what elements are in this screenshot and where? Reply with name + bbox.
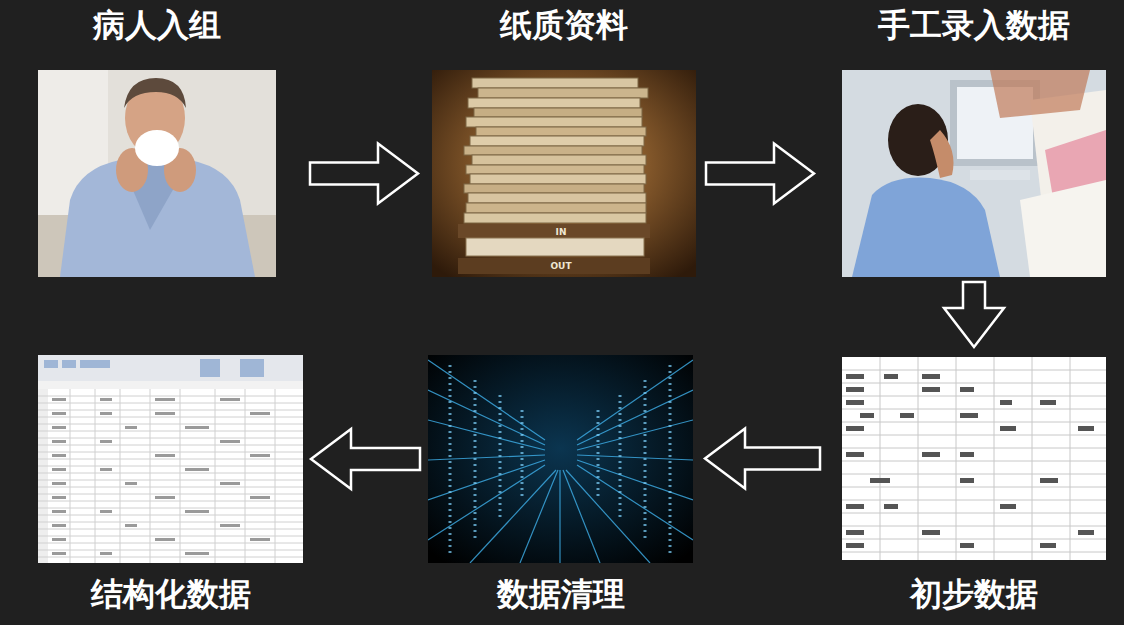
process-step: 数据清理 (428, 355, 693, 621)
process-step: 初步数据 (842, 357, 1106, 621)
image-area (842, 357, 1106, 560)
block-arrow (310, 144, 418, 204)
data-tunnel-image (428, 355, 693, 563)
tray-label: OUT (550, 261, 571, 271)
image-area (38, 70, 276, 277)
image-area (428, 355, 693, 563)
process-step: 病人入组 (38, 2, 276, 277)
image-area (38, 355, 303, 563)
step-title: 纸质资料 (402, 2, 726, 48)
spreadsheet-screenshot (38, 355, 303, 563)
step-title: 数据清理 (398, 571, 723, 617)
block-arrow (705, 429, 820, 489)
paper-stack-photo (432, 70, 696, 277)
raw-table-screenshot (842, 357, 1106, 560)
image-area (432, 70, 696, 277)
image-area (842, 70, 1106, 277)
process-step: 结构化数据 (38, 355, 303, 621)
step-title: 病人入组 (8, 2, 306, 48)
block-arrow (944, 282, 1004, 347)
tray-label: IN (556, 227, 567, 237)
patient-photo (38, 70, 276, 277)
block-arrow (706, 144, 814, 204)
process-step: 手工录入数据 (842, 2, 1106, 277)
data-entry-photo (842, 70, 1106, 277)
step-title: 初步数据 (812, 571, 1124, 617)
step-title: 手工录入数据 (812, 2, 1124, 48)
step-title: 结构化数据 (8, 571, 333, 617)
block-arrow (311, 429, 420, 489)
